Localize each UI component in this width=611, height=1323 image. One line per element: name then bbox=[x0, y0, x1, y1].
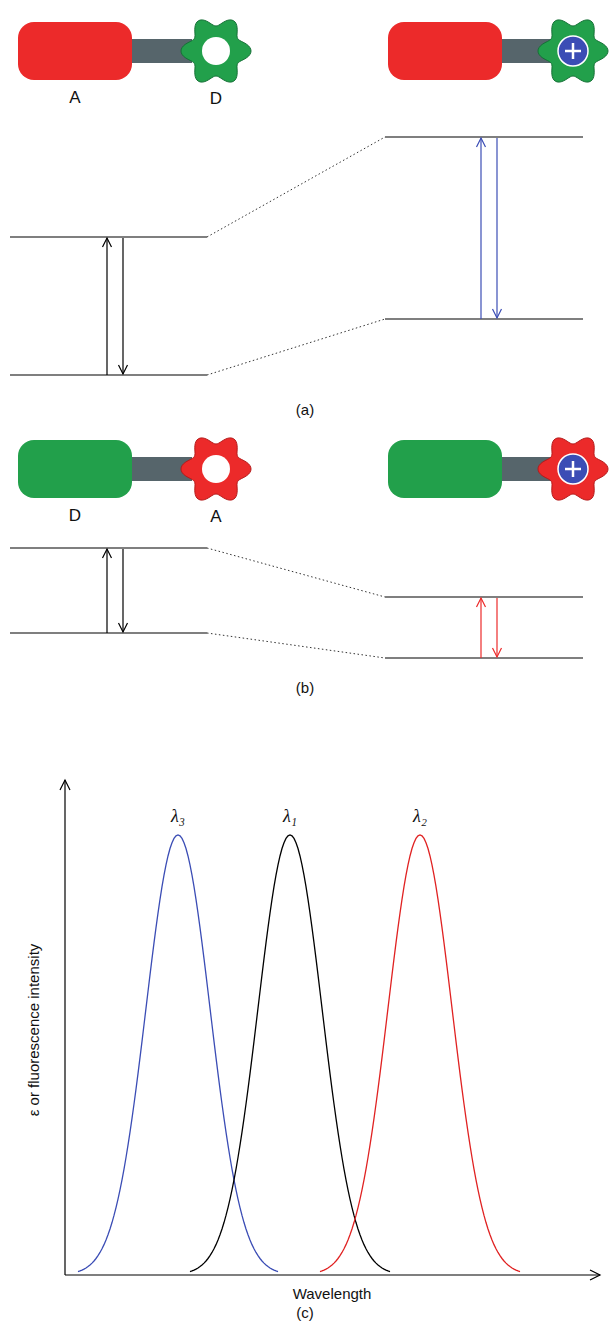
transition-arrow bbox=[103, 238, 112, 375]
part-label: A bbox=[69, 88, 80, 108]
peak-label: λ₂ bbox=[413, 807, 427, 825]
receptor-ring bbox=[180, 15, 252, 87]
transition-arrow bbox=[103, 549, 112, 633]
axis-title: ε or fluorescence intensity bbox=[25, 944, 43, 1117]
transition-arrow bbox=[119, 238, 128, 374]
donor-flower: D bbox=[180, 15, 252, 109]
part-label: D bbox=[210, 89, 222, 109]
correlation-lines bbox=[207, 137, 385, 658]
molecule-block bbox=[18, 22, 132, 80]
part-label: D bbox=[69, 506, 81, 526]
panel-label: (b) bbox=[296, 679, 314, 697]
transition-arrow bbox=[493, 598, 502, 657]
peak-label: λ₁ bbox=[283, 807, 297, 825]
donor-box: D bbox=[18, 440, 132, 526]
energy-levels bbox=[10, 137, 583, 658]
molecule-block bbox=[18, 440, 132, 498]
receptor-ring bbox=[180, 433, 252, 505]
molecule-cation bbox=[388, 438, 608, 500]
transition-arrow bbox=[493, 138, 502, 318]
spectral-bands bbox=[78, 835, 520, 1272]
axis-title: Wavelength bbox=[293, 1285, 372, 1303]
transition-arrow bbox=[477, 598, 486, 658]
molecule-cation bbox=[388, 20, 608, 82]
panel-label: (c) bbox=[296, 1304, 314, 1322]
part-label: A bbox=[210, 507, 221, 527]
peak-label: λ₃ bbox=[171, 807, 185, 825]
transition-arrow bbox=[477, 138, 486, 319]
chart-axes bbox=[60, 780, 600, 1280]
transition-arrow bbox=[119, 549, 128, 632]
panel-label: (a) bbox=[296, 401, 314, 419]
acceptor-box: A bbox=[18, 22, 132, 108]
acceptor-flower: A bbox=[180, 433, 252, 527]
